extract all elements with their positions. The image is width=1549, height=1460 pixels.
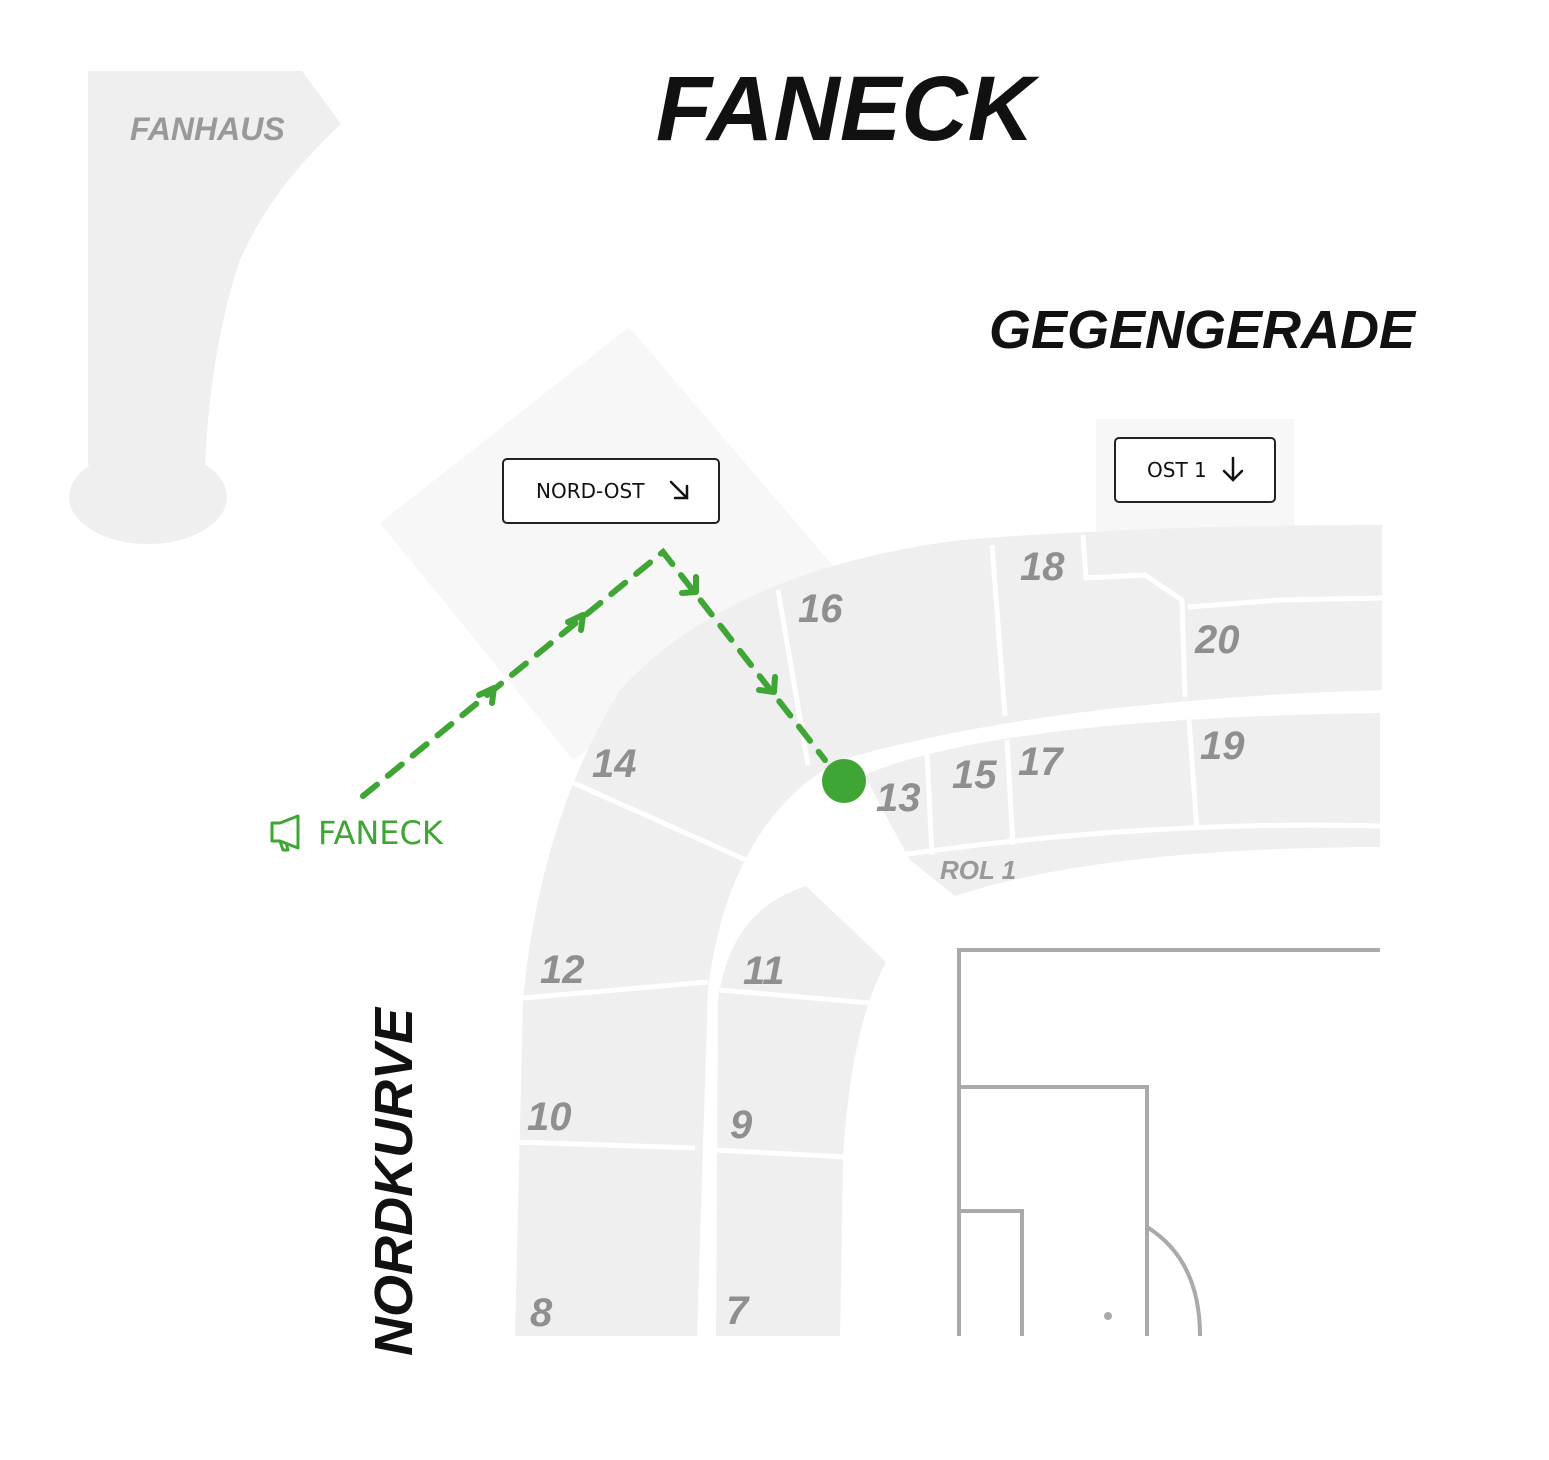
block-19: 19 — [1200, 724, 1245, 768]
arrow-down-right-icon — [669, 480, 689, 500]
block-15: 15 — [952, 753, 997, 797]
gate-ost-1-label: OST 1 — [1147, 458, 1207, 482]
page-title: FANECK — [656, 58, 1041, 160]
block-13: 13 — [876, 776, 921, 820]
block-12: 12 — [540, 948, 585, 992]
route-arrow-4 — [756, 674, 778, 695]
block-7: 7 — [726, 1289, 750, 1333]
nord-ost-area — [380, 327, 835, 760]
block-11: 11 — [743, 949, 785, 993]
faneck-marker[interactable]: FANECK — [270, 814, 444, 852]
block-16: 16 — [798, 587, 843, 631]
block-18: 18 — [1020, 545, 1065, 589]
block-rol-1: ROL 1 — [940, 855, 1016, 885]
route-arrow-3 — [679, 574, 699, 596]
faneck-location-marker[interactable] — [822, 759, 866, 803]
block-labels: 18 16 20 14 19 15 17 13 ROL 1 12 11 10 9… — [527, 545, 1245, 1335]
faneck-marker-label: FANECK — [318, 814, 444, 852]
block-20: 20 — [1194, 618, 1240, 662]
block-8: 8 — [530, 1291, 553, 1335]
route-arrow-2 — [565, 612, 586, 633]
nordkurve-label: NORDKURVE — [364, 1006, 424, 1356]
fanhaus-label: FANHAUS — [130, 111, 285, 147]
route-to-faneck — [360, 547, 828, 799]
megaphone-icon — [270, 814, 300, 852]
gate-nord-ost[interactable]: NORD-OST — [502, 458, 720, 524]
arrow-down-icon — [1222, 456, 1244, 482]
gate-ost-1[interactable]: OST 1 — [1114, 437, 1276, 503]
fanhaus-building — [69, 71, 341, 544]
gegengerade-label: GEGENGERADE — [989, 300, 1417, 360]
block-10: 10 — [527, 1095, 572, 1139]
block-9: 9 — [730, 1103, 753, 1147]
block-17: 17 — [1018, 740, 1064, 784]
gate-nord-ost-label: NORD-OST — [536, 479, 645, 503]
stadium-stands — [514, 525, 1383, 1336]
route-arrow-1 — [476, 685, 497, 706]
block-14: 14 — [592, 742, 637, 786]
pitch-lines — [957, 948, 1380, 1337]
